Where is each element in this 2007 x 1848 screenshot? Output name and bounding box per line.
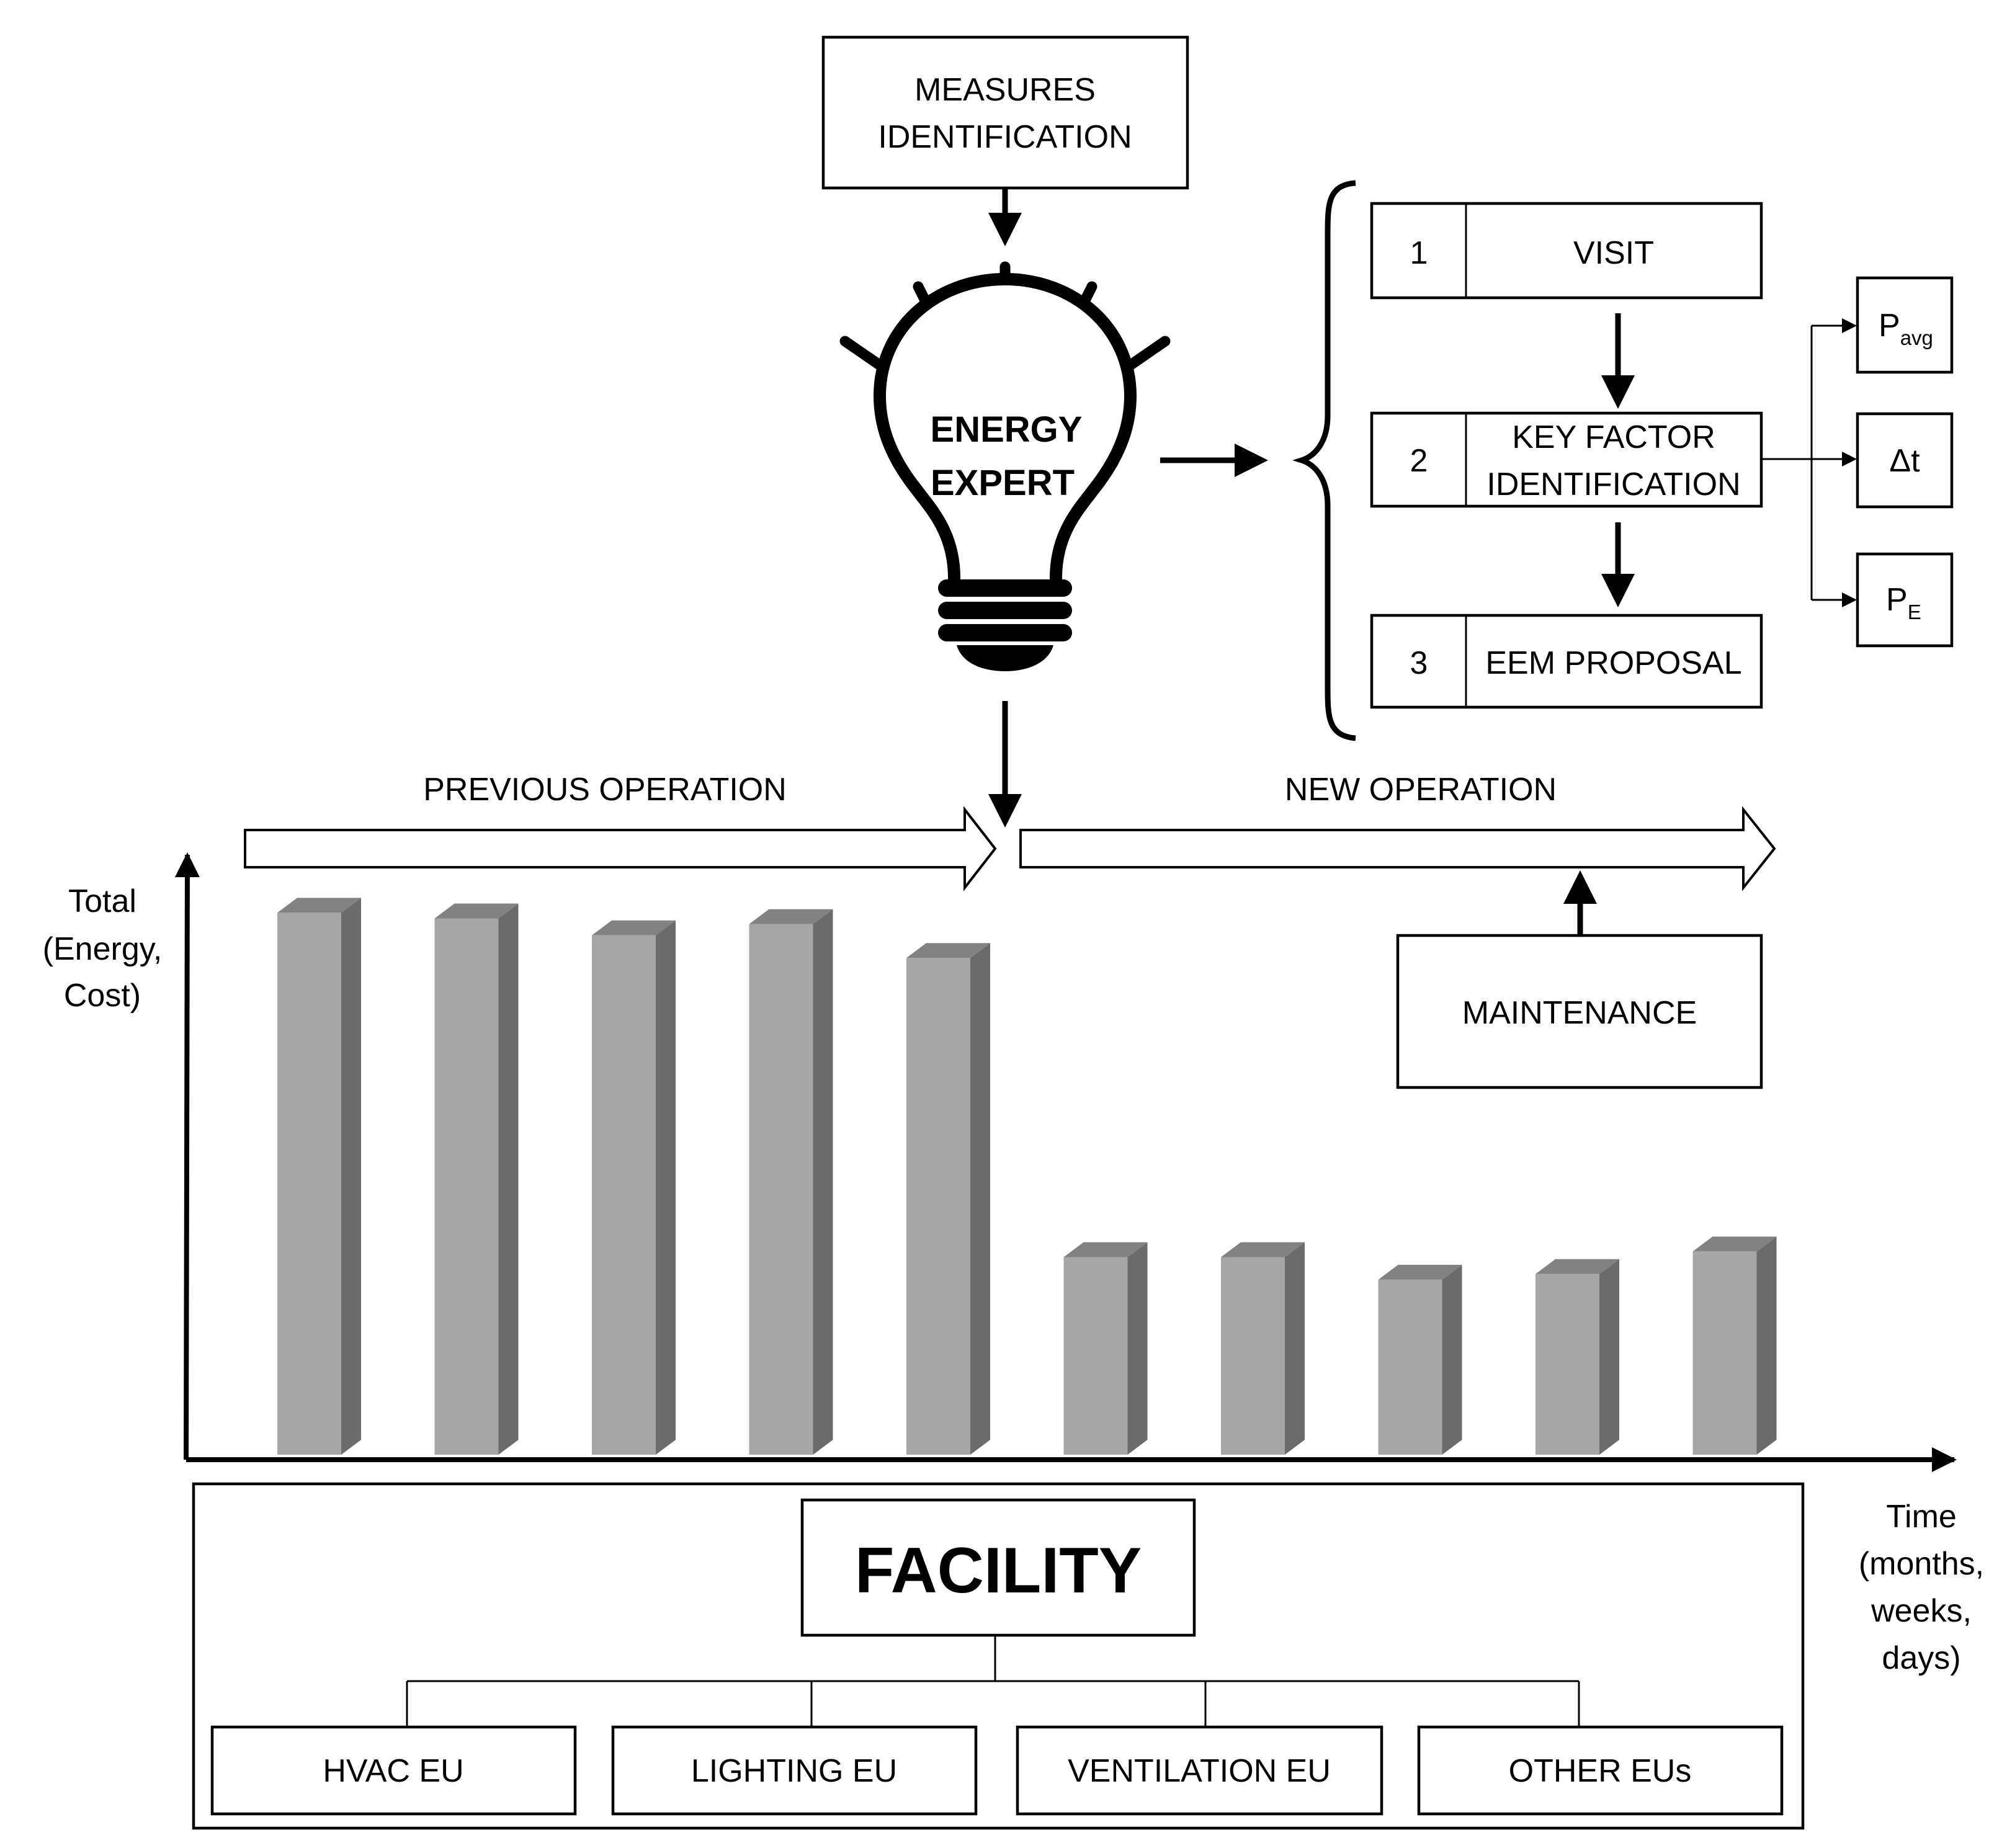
end-use-label: HVAC EU (323, 1753, 463, 1789)
previous-operation-arrow (244, 806, 997, 891)
step-number: 2 (1410, 443, 1428, 479)
x-axis-label: Time (months, weeks, days) (1859, 1499, 1984, 1676)
bar-top (1535, 1259, 1619, 1274)
bar-front (749, 924, 813, 1455)
x-axis-label-line2: (months, (1859, 1546, 1984, 1582)
bar-5 (906, 943, 990, 1455)
bar-front (906, 958, 970, 1455)
previous-operation-label: PREVIOUS OPERATION (423, 772, 787, 808)
bar-side (1127, 1242, 1148, 1455)
bar-7 (1221, 1242, 1305, 1455)
bar-front (592, 935, 656, 1455)
measures-identification-line1: MEASURES (914, 72, 1096, 108)
key-factor-symbol: Δt (1889, 443, 1920, 479)
bar-front (277, 913, 341, 1455)
lightbulb-icon: ENERGY EXPERT (839, 261, 1171, 671)
key-factor-p-avg: Pavg (1856, 276, 1954, 374)
facility-tree-connector (406, 1635, 1580, 1727)
end-use-label: OTHER EUs (1509, 1753, 1692, 1789)
bar-front (434, 918, 499, 1455)
end-use-lighting: LIGHTING EU (611, 1725, 978, 1816)
bar-top (277, 898, 361, 913)
end-use-ventilation: VENTILATION EU (1016, 1725, 1383, 1816)
step-eem-proposal: 3 EEM PROPOSAL (1370, 614, 1763, 709)
y-axis-label-line1: Total (68, 883, 136, 919)
maintenance-box: MAINTENANCE (1396, 934, 1763, 1089)
bar-top (1063, 1242, 1148, 1257)
bar-side (656, 920, 676, 1455)
facility-panel: FACILITY HVAC EU LIGHTING EU VENTILATION… (192, 1482, 1805, 1830)
key-factor-subscript: avg (1900, 326, 1933, 349)
step-label: VISIT (1573, 235, 1654, 271)
bar-side (1756, 1236, 1777, 1455)
bar-side (1442, 1264, 1462, 1455)
maintenance-label: MAINTENANCE (1462, 995, 1697, 1031)
end-use-label: LIGHTING EU (691, 1753, 897, 1789)
step-number: 3 (1410, 645, 1428, 681)
facility-title: FACILITY (855, 1535, 1142, 1607)
end-use-label: VENTILATION EU (1068, 1753, 1331, 1789)
x-axis-label-line3: weeks, (1871, 1593, 1972, 1629)
bar-6 (1063, 1242, 1148, 1455)
svg-text:PE: PE (1886, 582, 1921, 623)
bar-side (1285, 1242, 1305, 1455)
key-factor-p-e: PE (1856, 552, 1954, 648)
y-axis-label: Total (Energy, Cost) (43, 883, 163, 1014)
curly-brace (1292, 180, 1356, 741)
bar-top (592, 920, 676, 935)
bar-series (277, 898, 1777, 1455)
bar-top (906, 943, 990, 958)
energy-expert-line2: EXPERT (931, 463, 1075, 503)
bar-top (1692, 1236, 1777, 1252)
bar-front (1221, 1257, 1285, 1455)
y-axis-label-line2: (Energy, (43, 931, 163, 967)
bar-top (1221, 1242, 1305, 1257)
bar-1 (277, 898, 361, 1455)
bar-side (970, 943, 990, 1455)
x-axis-label-line1: Time (1886, 1499, 1957, 1535)
bar-front (1063, 1257, 1128, 1455)
bar-9 (1535, 1259, 1619, 1455)
measures-identification-box: MEASURES IDENTIFICATION (821, 35, 1189, 190)
x-axis-label-line4: days) (1882, 1640, 1960, 1676)
bar-side (341, 898, 361, 1455)
bar-3 (592, 920, 676, 1455)
bar-top (749, 909, 833, 924)
bar-side (1599, 1259, 1619, 1455)
step-label-line2: IDENTIFICATION (1486, 466, 1740, 502)
y-axis (174, 852, 200, 1460)
bar-4 (749, 909, 833, 1455)
step-visit: 1 VISIT (1370, 202, 1763, 300)
svg-text:Pavg: Pavg (1879, 308, 1933, 349)
bar-front (1378, 1279, 1442, 1455)
step-number: 1 (1410, 235, 1428, 271)
bar-side (813, 909, 833, 1455)
key-factor-symbol: P (1886, 582, 1908, 618)
key-factor-symbol: P (1879, 308, 1900, 344)
bar-front (1535, 1274, 1599, 1455)
new-operation-label: NEW OPERATION (1285, 772, 1557, 808)
key-factor-subscript: E (1908, 600, 1921, 623)
new-operation-arrow (1019, 806, 1776, 891)
key-factor-connector (1761, 318, 1857, 607)
bar-top (434, 903, 519, 919)
bar-front (1692, 1251, 1757, 1455)
step-label: EEM PROPOSAL (1485, 645, 1741, 681)
y-axis-label-line3: Cost) (64, 978, 141, 1014)
bar-top (1378, 1264, 1462, 1280)
step-label-line1: KEY FACTOR (1512, 419, 1715, 455)
end-use-hvac: HVAC EU (210, 1725, 577, 1816)
measures-identification-line2: IDENTIFICATION (878, 119, 1132, 155)
bar-8 (1378, 1264, 1462, 1455)
energy-expert-line1: ENERGY (931, 409, 1083, 450)
bar-10 (1692, 1236, 1777, 1455)
bar-2 (434, 903, 519, 1455)
bar-side (498, 903, 519, 1455)
step-key-factor-identification: 2 KEY FACTOR IDENTIFICATION (1370, 411, 1763, 508)
end-use-other: OTHER EUs (1417, 1725, 1784, 1816)
key-factor-delta-t: Δt (1856, 412, 1954, 509)
